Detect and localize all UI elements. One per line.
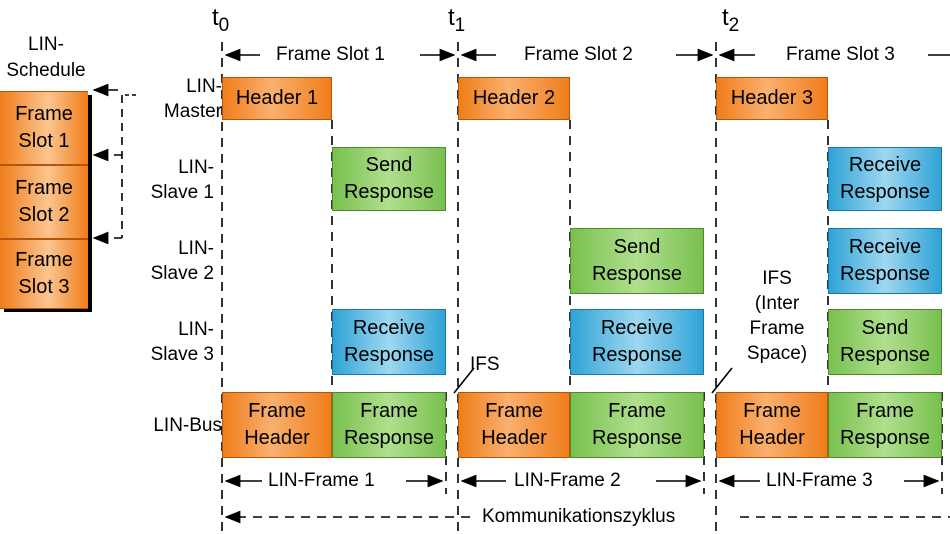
lin-frame-label-3: LIN-Frame 3 bbox=[762, 469, 877, 493]
schedule-title: LIN-Schedule bbox=[6, 34, 86, 81]
row-label-slave3: LIN-Slave 3 bbox=[150, 319, 214, 365]
time-label-t1: t1 bbox=[448, 4, 466, 37]
header-2-box: Header 2 bbox=[458, 77, 570, 120]
time-label-t0: t0 bbox=[212, 4, 230, 37]
frame-slot-label-3: Frame Slot 3 bbox=[782, 43, 899, 67]
header-3-box: Header 3 bbox=[716, 77, 828, 120]
communication-cycle-label: Kommunikationszyklus bbox=[478, 505, 680, 529]
frame-slot-label-1: Frame Slot 1 bbox=[272, 43, 389, 67]
row-label-master: LIN-Master bbox=[163, 76, 222, 122]
lin-frame-label-1: LIN-Frame 1 bbox=[264, 469, 379, 493]
header-1-box: Header 1 bbox=[222, 77, 332, 120]
lin-frame-label-2: LIN-Frame 2 bbox=[510, 469, 625, 493]
row-label-bus: LIN-Bus bbox=[153, 415, 222, 436]
row-label-slave1: LIN-Slave 1 bbox=[150, 157, 214, 203]
frame-slot-label-2: Frame Slot 2 bbox=[520, 43, 637, 67]
time-label-t2: t2 bbox=[722, 4, 740, 37]
row-label-slave2: LIN-Slave 2 bbox=[150, 238, 214, 284]
ifs-label-short: IFS bbox=[470, 354, 500, 375]
